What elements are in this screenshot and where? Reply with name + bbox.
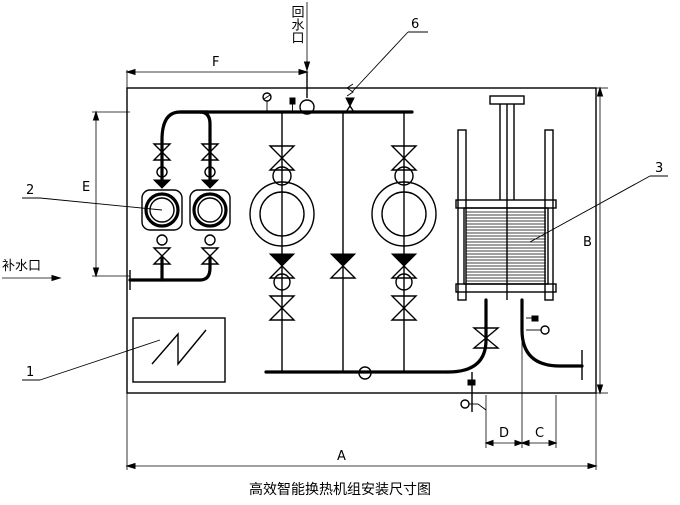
return-water-label: 回水口 bbox=[289, 5, 305, 44]
return-water-port: 回水口 bbox=[289, 2, 311, 98]
pressure-gauge-icon bbox=[262, 92, 272, 112]
diagram-caption: 高效智能换热机组安装尺寸图 bbox=[249, 481, 431, 498]
callout-3: 3 bbox=[529, 161, 668, 243]
heat-exchanger-plates bbox=[466, 211, 546, 282]
dimension-C-label: C bbox=[535, 426, 544, 441]
secondary-outlet bbox=[520, 298, 584, 380]
bypass-line bbox=[329, 112, 357, 372]
bottom-outlet bbox=[460, 372, 487, 412]
safety-valve-icon bbox=[344, 83, 356, 113]
callout-3-label: 3 bbox=[655, 161, 663, 176]
top-branch-right bbox=[198, 110, 212, 142]
makeup-water-port: 补水口 bbox=[2, 256, 212, 290]
callout-1: 1 bbox=[22, 339, 161, 381]
dimension-B-label: B bbox=[583, 235, 592, 250]
makeup-pump-left bbox=[141, 138, 183, 265]
dimension-E-label: E bbox=[82, 180, 90, 195]
makeup-pump-right bbox=[189, 138, 231, 265]
callout-2: 2 bbox=[22, 183, 163, 211]
callout-1-label: 1 bbox=[26, 365, 34, 380]
top-header-pipe bbox=[160, 110, 414, 142]
callout-2-label: 2 bbox=[26, 183, 34, 198]
callout-6: 6 bbox=[351, 17, 428, 93]
dimension-B: B bbox=[583, 86, 608, 395]
dimension-F-label: F bbox=[212, 55, 219, 70]
dimension-F: F bbox=[125, 55, 309, 90]
dimension-D-C: D C bbox=[484, 330, 558, 448]
control-cabinet bbox=[132, 317, 226, 383]
bottom-header-pipe bbox=[264, 298, 500, 380]
dimension-D-label: D bbox=[499, 426, 509, 441]
dimension-A-label: A bbox=[337, 449, 346, 464]
circulation-pump-right bbox=[371, 112, 437, 372]
flow-meter bbox=[299, 99, 315, 115]
bottom-flow-meter bbox=[358, 366, 372, 380]
dimension-E: E bbox=[82, 110, 130, 278]
circulation-pump-left bbox=[249, 112, 315, 372]
makeup-water-label: 补水口 bbox=[2, 259, 41, 274]
sensor-icon bbox=[289, 97, 296, 112]
dimension-A: A bbox=[125, 393, 598, 470]
callout-6-label: 6 bbox=[411, 17, 419, 32]
unit-frame bbox=[126, 87, 597, 394]
